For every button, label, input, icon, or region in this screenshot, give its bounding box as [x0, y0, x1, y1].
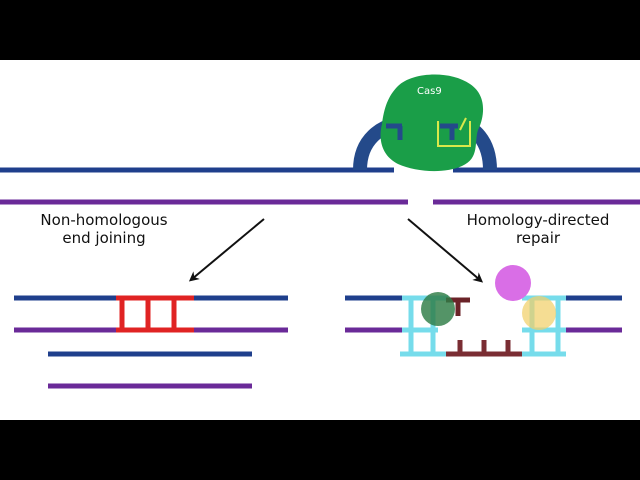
hdr-label-line1: Homology-directed: [467, 211, 610, 229]
letterbox-top: [0, 0, 640, 60]
arrow-to-hdr: [407, 218, 484, 283]
cut-end-left-icon: [386, 123, 403, 140]
cas9-label: Cas9: [417, 86, 442, 97]
hdr-repair-dna: [344, 265, 623, 357]
diagram-background: [0, 60, 640, 420]
hdr-label-line2: repair: [516, 229, 561, 247]
cas9-complex: Cas9: [353, 74, 497, 172]
target-dna: [0, 167, 640, 205]
nhej-label-line2: end joining: [62, 229, 145, 247]
hdr-left-segment: [344, 295, 448, 354]
repair-factor-green: [421, 292, 455, 326]
repair-factor-yellow: [522, 296, 556, 330]
arrow-to-nhej: [188, 218, 265, 282]
letterbox-bottom: [0, 420, 640, 480]
repair-factor-pink: [495, 265, 531, 301]
nhej-label-line1: Non-homologous: [40, 211, 167, 229]
nhej-intact-dna: [47, 351, 252, 389]
target-dna-right-segment: [433, 167, 640, 205]
cut-end-right-icon: [440, 123, 458, 140]
hdr-label: Homology-directed repair: [467, 211, 610, 247]
guide-rna-icon: [437, 121, 471, 147]
guide-rna-tail: [459, 117, 467, 131]
nhej-label: Non-homologous end joining: [40, 211, 167, 247]
nhej-repaired-dna: [14, 295, 288, 333]
inserted-bases: [119, 298, 177, 330]
donor-template: [400, 340, 566, 357]
target-dna-left-segment: [0, 167, 408, 205]
